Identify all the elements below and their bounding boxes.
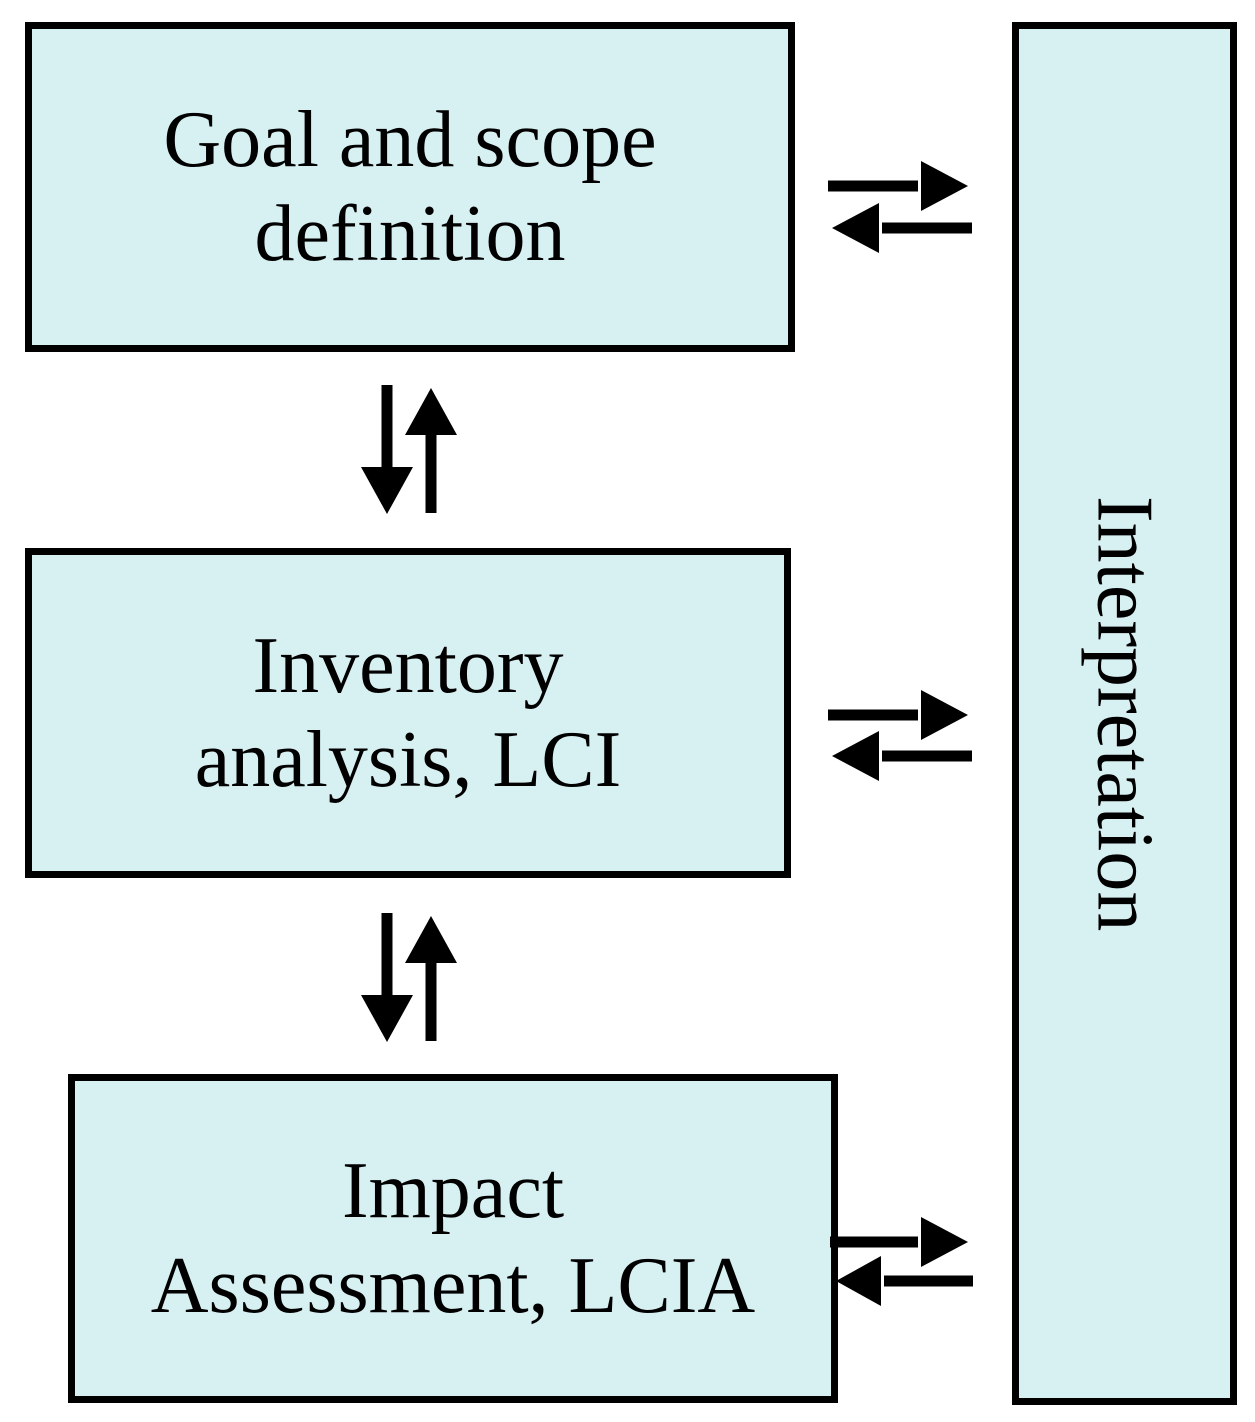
left-arrow-interpretation-to-inventory-icon (832, 731, 972, 781)
right-arrow-goal-to-interpretation-icon (828, 161, 968, 211)
right-arrow-impact-to-interpretation-icon (830, 1217, 968, 1267)
goal-scope-definition-box: Goal and scope definition (25, 22, 795, 352)
impact-assessment-box: Impact Assessment, LCIA (68, 1074, 838, 1403)
impact-assessment-label: Impact Assessment, LCIA (151, 1144, 755, 1333)
goal-scope-definition-label: Goal and scope definition (163, 93, 656, 282)
up-arrow-impact-to-inventory-icon (405, 916, 457, 1041)
up-arrow-inventory-to-goal-icon (405, 388, 457, 513)
interpretation-box: Interpretation (1012, 22, 1237, 1405)
label-line: Goal and scope (163, 95, 657, 184)
down-arrow-goal-to-inventory-icon (361, 385, 413, 514)
label-line: definition (254, 190, 566, 278)
right-arrow-inventory-to-interpretation-icon (828, 690, 968, 740)
label-line: Impact (341, 1147, 565, 1236)
down-arrow-inventory-to-impact-icon (361, 913, 413, 1042)
inventory-analysis-label: Inventory analysis, LCI (195, 619, 622, 808)
label-line: Inventory (252, 621, 564, 710)
left-arrow-interpretation-to-goal-icon (832, 203, 972, 253)
left-arrow-interpretation-to-impact-icon (836, 1256, 973, 1306)
label-line: analysis, LCI (194, 716, 622, 804)
inventory-analysis-box: Inventory analysis, LCI (25, 548, 791, 878)
label-line: Assessment, LCIA (150, 1241, 756, 1330)
interpretation-label: Interpretation (1080, 495, 1169, 932)
